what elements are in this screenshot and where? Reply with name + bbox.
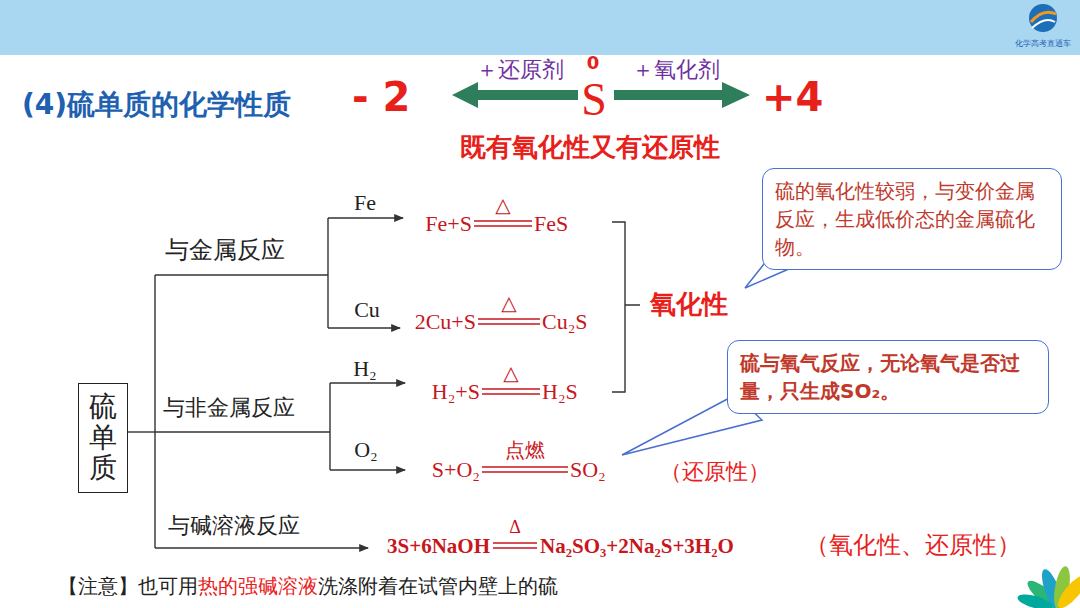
reactant-label: H₂ — [353, 356, 377, 381]
reactant-label: Fe — [354, 190, 376, 215]
branch-label: 与碱溶液反应 — [168, 513, 300, 538]
condition-label: △ — [495, 194, 510, 217]
branch-label: 与非金属反应 — [163, 395, 295, 420]
equation-left: Fe+S — [425, 211, 472, 236]
header-band — [0, 0, 1080, 55]
bracket — [612, 222, 640, 392]
element-symbol: S — [581, 74, 607, 127]
equation-left: 3S+6NaOH — [387, 534, 490, 558]
condition-label: Δ — [509, 517, 521, 538]
tree-lines — [128, 218, 405, 548]
equation-right: Cu₂S — [542, 309, 588, 334]
equation-left: H₂+S — [432, 379, 480, 404]
vertical-label: 硫单质 — [89, 392, 117, 484]
callout-box: 硫与氧气反应，无论氧气是否过量，只生成SO₂。 — [727, 340, 1049, 414]
branch-label: 与金属反应 — [165, 237, 285, 265]
reactant-label: Cu — [354, 297, 380, 322]
callout-text: 硫的氧化性较弱，与变价金属反应，生成低价态的金属硫化物。 — [775, 177, 1049, 261]
arrow-label: ＋还原剂 — [476, 57, 564, 82]
condition-label: 点燃 — [505, 439, 545, 462]
property-label: （氧化性、还原性） — [805, 532, 1021, 560]
valence-number: 0 — [587, 53, 600, 74]
equation-right: SO₂ — [570, 457, 606, 482]
valence-number: +4 — [762, 74, 823, 120]
logo-text: 化学高考直通车 — [1015, 39, 1071, 48]
valence-number: - 2 — [352, 74, 410, 120]
callout-text: 硫与氧气反应，无论氧气是否过量，只生成SO₂。 — [740, 349, 1036, 405]
equation-right: FeS — [534, 211, 568, 236]
condition-label: △ — [503, 362, 518, 385]
subject-box: 硫单质 — [78, 383, 128, 493]
equation-right: H₂S — [542, 379, 578, 404]
lotus-ornament — [1016, 565, 1080, 608]
property-label: （还原性） — [660, 459, 770, 484]
arrow-label: ＋氧化剂 — [632, 57, 720, 82]
note-text: 【注意】也可用 — [58, 575, 198, 598]
note-highlight: 热的强碱溶液 — [198, 575, 318, 598]
note-text: 洗涤附着在试管内壁上的硫 — [318, 575, 558, 598]
property-label: 氧化性 — [650, 290, 728, 320]
summary-text: 既有氧化性又有还原性 — [460, 133, 720, 163]
reactant-label: O₂ — [354, 437, 378, 462]
equation-right: Na₂SO₃+2Na₂S+3H₂O — [540, 534, 734, 558]
callout-box: 硫的氧化性较弱，与变价金属反应，生成低价态的金属硫化物。 — [762, 168, 1062, 270]
condition-label: △ — [501, 292, 516, 315]
equation-left: 2Cu+S — [415, 309, 476, 334]
equation-left: S+O₂ — [432, 457, 480, 482]
slide-title: (4)硫单质的化学性质 — [22, 89, 291, 121]
logo-icon — [1029, 4, 1057, 32]
